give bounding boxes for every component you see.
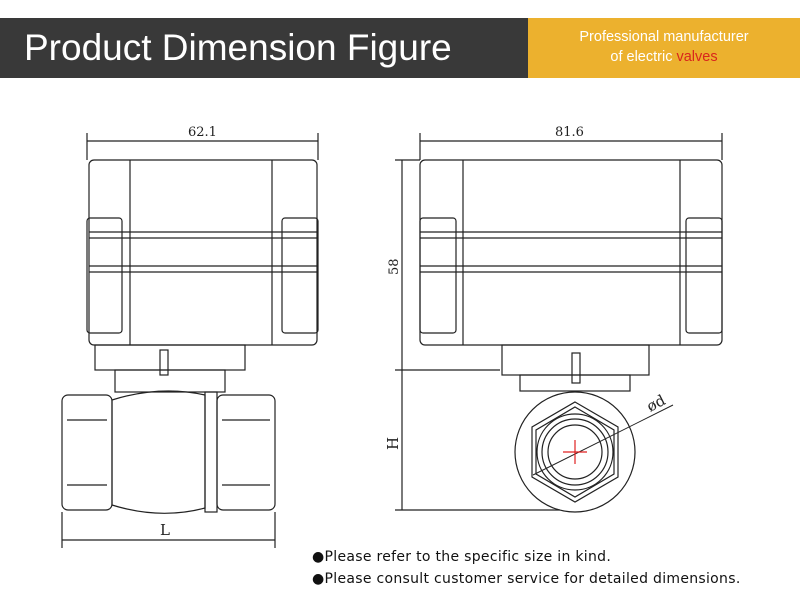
tagline-line1: Professional manufacturer [579, 29, 749, 45]
page-title: Product Dimension Figure [0, 18, 528, 78]
tagline-highlight: valves [676, 49, 718, 65]
front-view: 62.1 L [61, 125, 319, 548]
tagline: Professional manufacturer of electric va… [528, 18, 800, 78]
side-view: 81.6 58 H ød [384, 125, 723, 513]
front-width-label: 62.1 [188, 125, 217, 140]
side-width-label: 81.6 [555, 125, 584, 140]
body-height-label: H [384, 437, 402, 450]
note-item: ●Please refer to the specific size in ki… [312, 549, 612, 565]
diameter-label: ød [644, 391, 669, 416]
actuator-height-label: 58 [387, 258, 402, 275]
note-item: ●Please consult customer service for det… [312, 571, 741, 587]
notes: ●Please refer to the specific size in ki… [312, 546, 741, 590]
length-label: L [160, 521, 170, 539]
tagline-line2: of electric valves [610, 49, 718, 65]
